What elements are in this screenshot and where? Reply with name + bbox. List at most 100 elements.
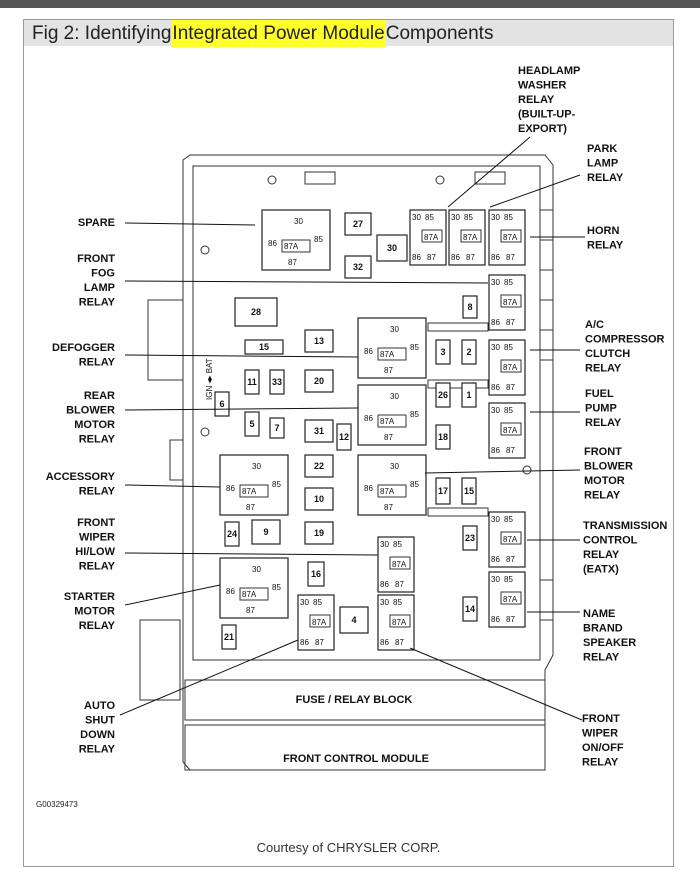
relay-pin-label: 85 [504, 278, 513, 287]
fuse-31: 31 [304, 419, 334, 443]
relay-pin-label: 87 [395, 580, 404, 589]
callout-line: RELAY [79, 620, 116, 632]
relay-pin-label: 30 [491, 278, 500, 287]
relay-pin-label: 87A [312, 618, 327, 627]
figure-code: G00329473 [36, 800, 78, 809]
courtesy-credit: Courtesy of CHRYSLER CORP. [256, 840, 441, 855]
relay-pin-label: 87A [380, 487, 395, 496]
fuse-7: 7 [269, 417, 285, 439]
fuse-16: 16 [307, 561, 325, 587]
relay-pin-label: 87A [380, 417, 395, 426]
fuse-15: 15 [461, 477, 477, 505]
relay-pin-label: 87 [315, 638, 324, 647]
relay-pin-label: 86 [364, 347, 373, 356]
relay-pin-label: 85 [410, 410, 419, 419]
relay-pin-label: 85 [504, 575, 513, 584]
fuse-number: 8 [467, 302, 472, 312]
relay-pin-label: 87A [242, 487, 257, 496]
fuse-number: 9 [263, 527, 268, 537]
callout-line: STARTER [64, 591, 115, 603]
callout-line: LAMP [84, 282, 115, 294]
fuse-number: 18 [438, 432, 448, 442]
callout-line: RELAY [79, 744, 116, 756]
fuse-number: 10 [314, 494, 324, 504]
relay-pin-label: 87A [503, 233, 518, 242]
fuse-22: 22 [304, 454, 334, 478]
callout-line: RELAY [79, 297, 116, 309]
callout-line: CONTROL [583, 535, 638, 547]
relay-pin-label: 30 [294, 217, 303, 226]
relay-pin-label: 86 [491, 253, 500, 262]
relay-pin-label: 86 [491, 318, 500, 327]
relay-pin-label: 87 [246, 503, 255, 512]
fuse-21: 21 [221, 624, 237, 650]
fuse-32: 32 [344, 255, 372, 279]
fuse-number: 5 [249, 419, 254, 429]
relay-pin-label: 30 [491, 213, 500, 222]
callout-line: BLOWER [584, 461, 633, 473]
callout-line: RELAY [582, 757, 619, 769]
callout-line: RELAY [79, 434, 116, 446]
callout-line: WASHER [518, 80, 566, 92]
relay-pin-label: 85 [504, 515, 513, 524]
callout-line: RELAY [587, 172, 624, 184]
relay-pin-label: 87A [503, 298, 518, 307]
callout-line: FUEL [585, 388, 614, 400]
fuse-number: 6 [219, 399, 224, 409]
callout-line: FRONT [582, 713, 620, 725]
fuse-10: 10 [304, 487, 334, 511]
relay-pin-label: 30 [252, 462, 261, 471]
fuse-number: 16 [311, 569, 321, 579]
fuse-11: 11 [244, 369, 260, 395]
fuse-33: 33 [269, 369, 285, 395]
callout-line: WIPER [79, 532, 115, 544]
fuse-number: 33 [272, 377, 282, 387]
fuse-number: 4 [351, 615, 356, 625]
fuse-9: 9 [251, 519, 281, 545]
relay-pin-label: 86 [364, 414, 373, 423]
fuse-number: 26 [438, 390, 448, 400]
fuse-18: 18 [435, 424, 451, 450]
relay-pin-label: 30 [491, 575, 500, 584]
relay-pin-label: 85 [313, 598, 322, 607]
relay-pin-label: 85 [272, 583, 281, 592]
fuse-number: 17 [438, 486, 448, 496]
callout-line: PUMP [585, 403, 617, 415]
callout-line: RELAY [587, 240, 624, 252]
relay-pin-label: 87 [506, 446, 515, 455]
callout-line: RELAY [583, 549, 620, 561]
relay-pin-label: 87A [503, 595, 518, 604]
fuse-number: 15 [464, 486, 474, 496]
fuse-number: 1 [466, 390, 471, 400]
fuse-number: 2 [466, 347, 471, 357]
relay-pin-label: 87A [242, 590, 257, 599]
relay-pin-label: 85 [410, 480, 419, 489]
callout-line: FRONT [584, 446, 622, 458]
callout-line: ACCESSORY [46, 471, 116, 483]
relay-pin-label: 87A [284, 242, 299, 251]
callout-line: RELAY [79, 561, 116, 573]
relay-pin-label: 85 [464, 213, 473, 222]
callout-line: REAR [84, 390, 115, 402]
fuse-1: 1 [461, 382, 477, 408]
callout-line: SHUT [85, 715, 115, 727]
relay-pin-label: 87 [506, 615, 515, 624]
callout-line: FRONT [77, 253, 115, 265]
fuse-number: 3 [440, 347, 445, 357]
label-spare: SPARE [78, 217, 115, 229]
figure-title: Fig 2: Identifying Integrated Power Modu… [24, 20, 673, 47]
callout-line: NAME [583, 608, 615, 620]
relay-pin-label: 86 [412, 253, 421, 262]
callout-line: PARK [587, 143, 617, 155]
relay-pin-label: 87 [384, 433, 393, 442]
